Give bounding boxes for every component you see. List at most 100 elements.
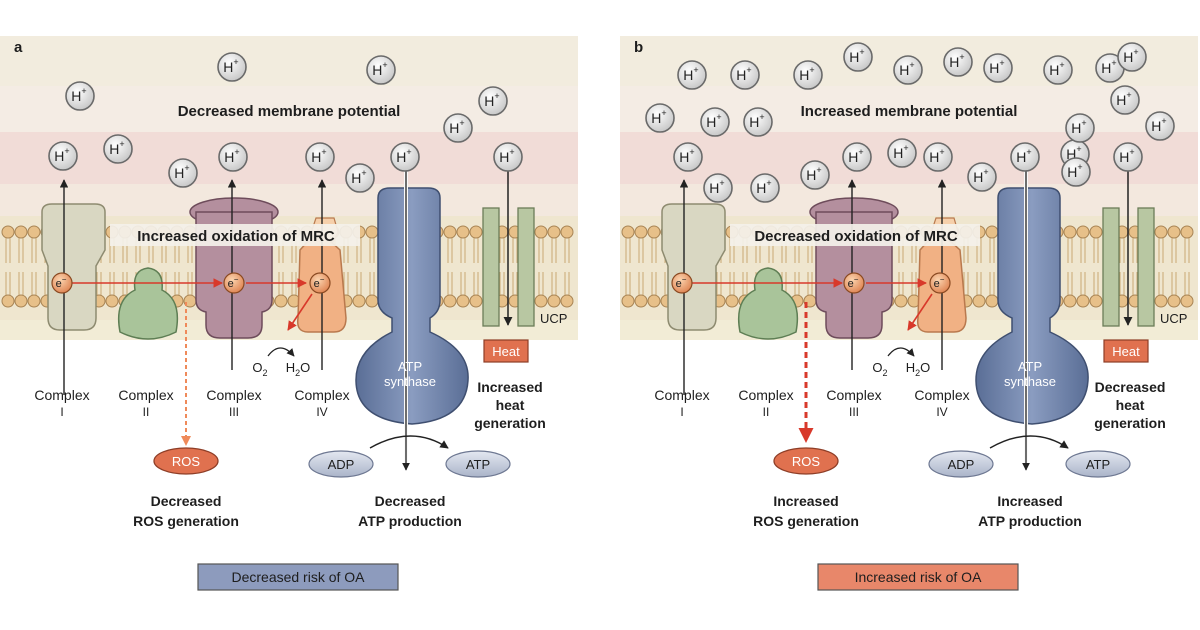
- lipid-head: [621, 294, 635, 308]
- atp-synthase-label: ATP: [1018, 359, 1042, 374]
- lipid-head: [1154, 225, 1168, 239]
- proton-icon: H+: [700, 107, 730, 137]
- proton-icon: H+: [1145, 111, 1175, 141]
- atp-synthase: [355, 187, 469, 425]
- water-label: H2O: [286, 360, 311, 378]
- atp-label: ATP: [1086, 457, 1110, 472]
- heat-generation-label: generation: [1094, 415, 1166, 431]
- lipid-head: [560, 294, 574, 308]
- proton-icon: H+: [673, 142, 703, 172]
- complex-ii: [117, 267, 179, 340]
- ros-generation-label: ROS generation: [133, 513, 239, 529]
- lipid-head: [469, 225, 483, 239]
- lipid-head: [1, 294, 15, 308]
- membrane-potential-label: Increased membrane potential: [801, 103, 1018, 120]
- ucp-label: UCP: [540, 311, 567, 326]
- oxidation-label-bg: [110, 224, 360, 246]
- lipid-head: [105, 294, 119, 308]
- complex-numeral: I: [680, 405, 683, 419]
- complex-label: Complex: [118, 387, 173, 403]
- lipid-head: [365, 225, 379, 239]
- lipid-head: [1180, 225, 1194, 239]
- electron-icon: e−: [671, 272, 693, 294]
- complex-label: Complex: [738, 387, 793, 403]
- risk-label: Increased risk of OA: [855, 569, 982, 585]
- atp-synthase: [975, 187, 1089, 425]
- proton-icon: H+: [743, 107, 773, 137]
- lipid-head: [534, 225, 548, 239]
- oxidation-label: Decreased oxidation of MRC: [754, 228, 958, 245]
- proton-icon: H+: [943, 47, 973, 77]
- heat-box: [483, 339, 529, 363]
- adp-label: ADP: [948, 457, 975, 472]
- ros-generation-label: ROS generation: [753, 513, 859, 529]
- ros-label: ROS: [792, 454, 821, 469]
- lipid-head: [1, 225, 15, 239]
- lipid-head: [352, 294, 366, 308]
- lipid-head: [469, 294, 483, 308]
- electron-icon: e−: [223, 272, 245, 294]
- ros-pill: [153, 447, 219, 475]
- ucp-label: UCP: [1160, 311, 1187, 326]
- proton-icon: H+: [1010, 142, 1040, 172]
- complex-i: [41, 203, 106, 331]
- panel-letter: b: [634, 39, 643, 56]
- heat-generation-label: Decreased: [1095, 379, 1166, 395]
- risk-label: Decreased risk of OA: [231, 569, 365, 585]
- ucp-right: [1137, 207, 1155, 327]
- oxygen-water-arrow: [887, 347, 915, 357]
- complex-numeral: III: [849, 405, 859, 419]
- proton-icon: H+: [842, 142, 872, 172]
- complex-label: Complex: [826, 387, 881, 403]
- proton-icon: H+: [493, 142, 523, 172]
- proton-icon: H+: [730, 60, 760, 90]
- lipid-head: [1089, 294, 1103, 308]
- oxidation-label-bg: [730, 224, 980, 246]
- lipid-head: [456, 225, 470, 239]
- lipid-head: [1167, 294, 1181, 308]
- lipid-head: [534, 294, 548, 308]
- adp-atp-arrow: [989, 435, 1069, 449]
- proton-icon: H+: [1061, 157, 1091, 187]
- electron-to-oxygen: [907, 293, 933, 331]
- electron-label: e−: [934, 275, 945, 290]
- risk-box: [817, 563, 1019, 591]
- atp-synthase-label: synthase: [1004, 374, 1056, 389]
- lipid-head: [634, 225, 648, 239]
- lipid-head: [560, 225, 574, 239]
- proton-icon: H+: [923, 142, 953, 172]
- lipid-head: [1063, 225, 1077, 239]
- proton-icon: H+: [677, 60, 707, 90]
- ucp-left: [482, 207, 500, 327]
- lipid-head: [547, 294, 561, 308]
- lipid-head: [1154, 294, 1168, 308]
- lipid-head: [443, 294, 457, 308]
- lipid-head: [647, 294, 661, 308]
- heat-generation-label: heat: [496, 397, 525, 413]
- proton-icon: H+: [983, 53, 1013, 83]
- heat-label: Heat: [492, 344, 520, 359]
- oxidation-label: Increased oxidation of MRC: [137, 228, 335, 245]
- lipid-head: [1076, 294, 1090, 308]
- complex-ii: [737, 267, 799, 340]
- intermembrane-band-pink: [0, 132, 578, 184]
- adp-pill: [928, 450, 994, 478]
- complex-label: Complex: [34, 387, 89, 403]
- complex-numeral: IV: [936, 405, 947, 419]
- intermembrane-band: [0, 36, 578, 86]
- lipid-head: [1167, 225, 1181, 239]
- panel-letter: a: [14, 39, 23, 56]
- proton-icon: H+: [390, 142, 420, 172]
- proton-icon: H+: [1113, 142, 1143, 172]
- water-label: H2O: [906, 360, 931, 378]
- lipid-head: [894, 294, 908, 308]
- proton-icon: H+: [1043, 55, 1073, 85]
- atp-production-label: Increased: [997, 493, 1062, 509]
- membrane-potential-label: Decreased membrane potential: [178, 103, 401, 120]
- complex-numeral: I: [60, 405, 63, 419]
- heat-generation-label: generation: [474, 415, 546, 431]
- lipid-head: [1089, 225, 1103, 239]
- atp-label: ATP: [466, 457, 490, 472]
